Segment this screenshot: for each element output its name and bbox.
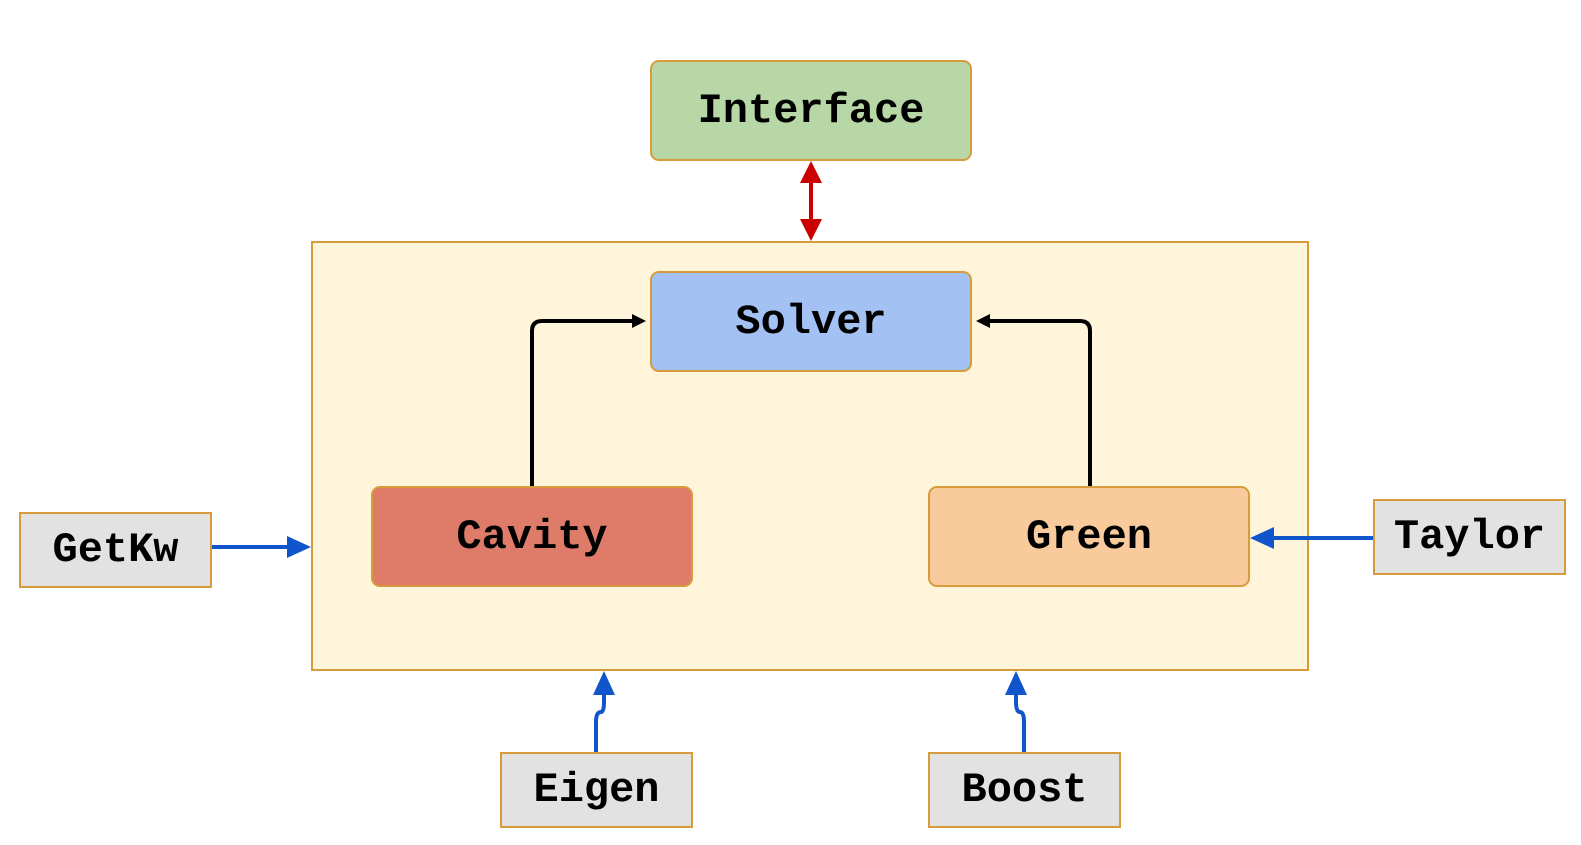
cavity-label: Cavity bbox=[456, 512, 608, 561]
taylor-node[interactable]: Taylor bbox=[1373, 499, 1566, 575]
edge-getkw-container bbox=[212, 536, 311, 558]
getkw-node[interactable]: GetKw bbox=[19, 512, 212, 588]
eigen-node[interactable]: Eigen bbox=[500, 752, 693, 828]
green-label: Green bbox=[1025, 512, 1153, 561]
solver-label: Solver bbox=[735, 297, 887, 346]
taylor-label: Taylor bbox=[1393, 513, 1546, 561]
edge-interface-container bbox=[800, 161, 822, 241]
edge-eigen-container bbox=[593, 671, 615, 752]
getkw-label: GetKw bbox=[52, 526, 179, 574]
green-node[interactable]: Green bbox=[928, 486, 1250, 587]
solver-node[interactable]: Solver bbox=[650, 271, 972, 372]
boost-node[interactable]: Boost bbox=[928, 752, 1121, 828]
boost-label: Boost bbox=[961, 766, 1088, 814]
eigen-label: Eigen bbox=[533, 766, 660, 814]
interface-label: Interface bbox=[697, 86, 925, 135]
interface-node[interactable]: Interface bbox=[650, 60, 972, 161]
edge-boost-container bbox=[1005, 671, 1027, 752]
cavity-node[interactable]: Cavity bbox=[371, 486, 693, 587]
